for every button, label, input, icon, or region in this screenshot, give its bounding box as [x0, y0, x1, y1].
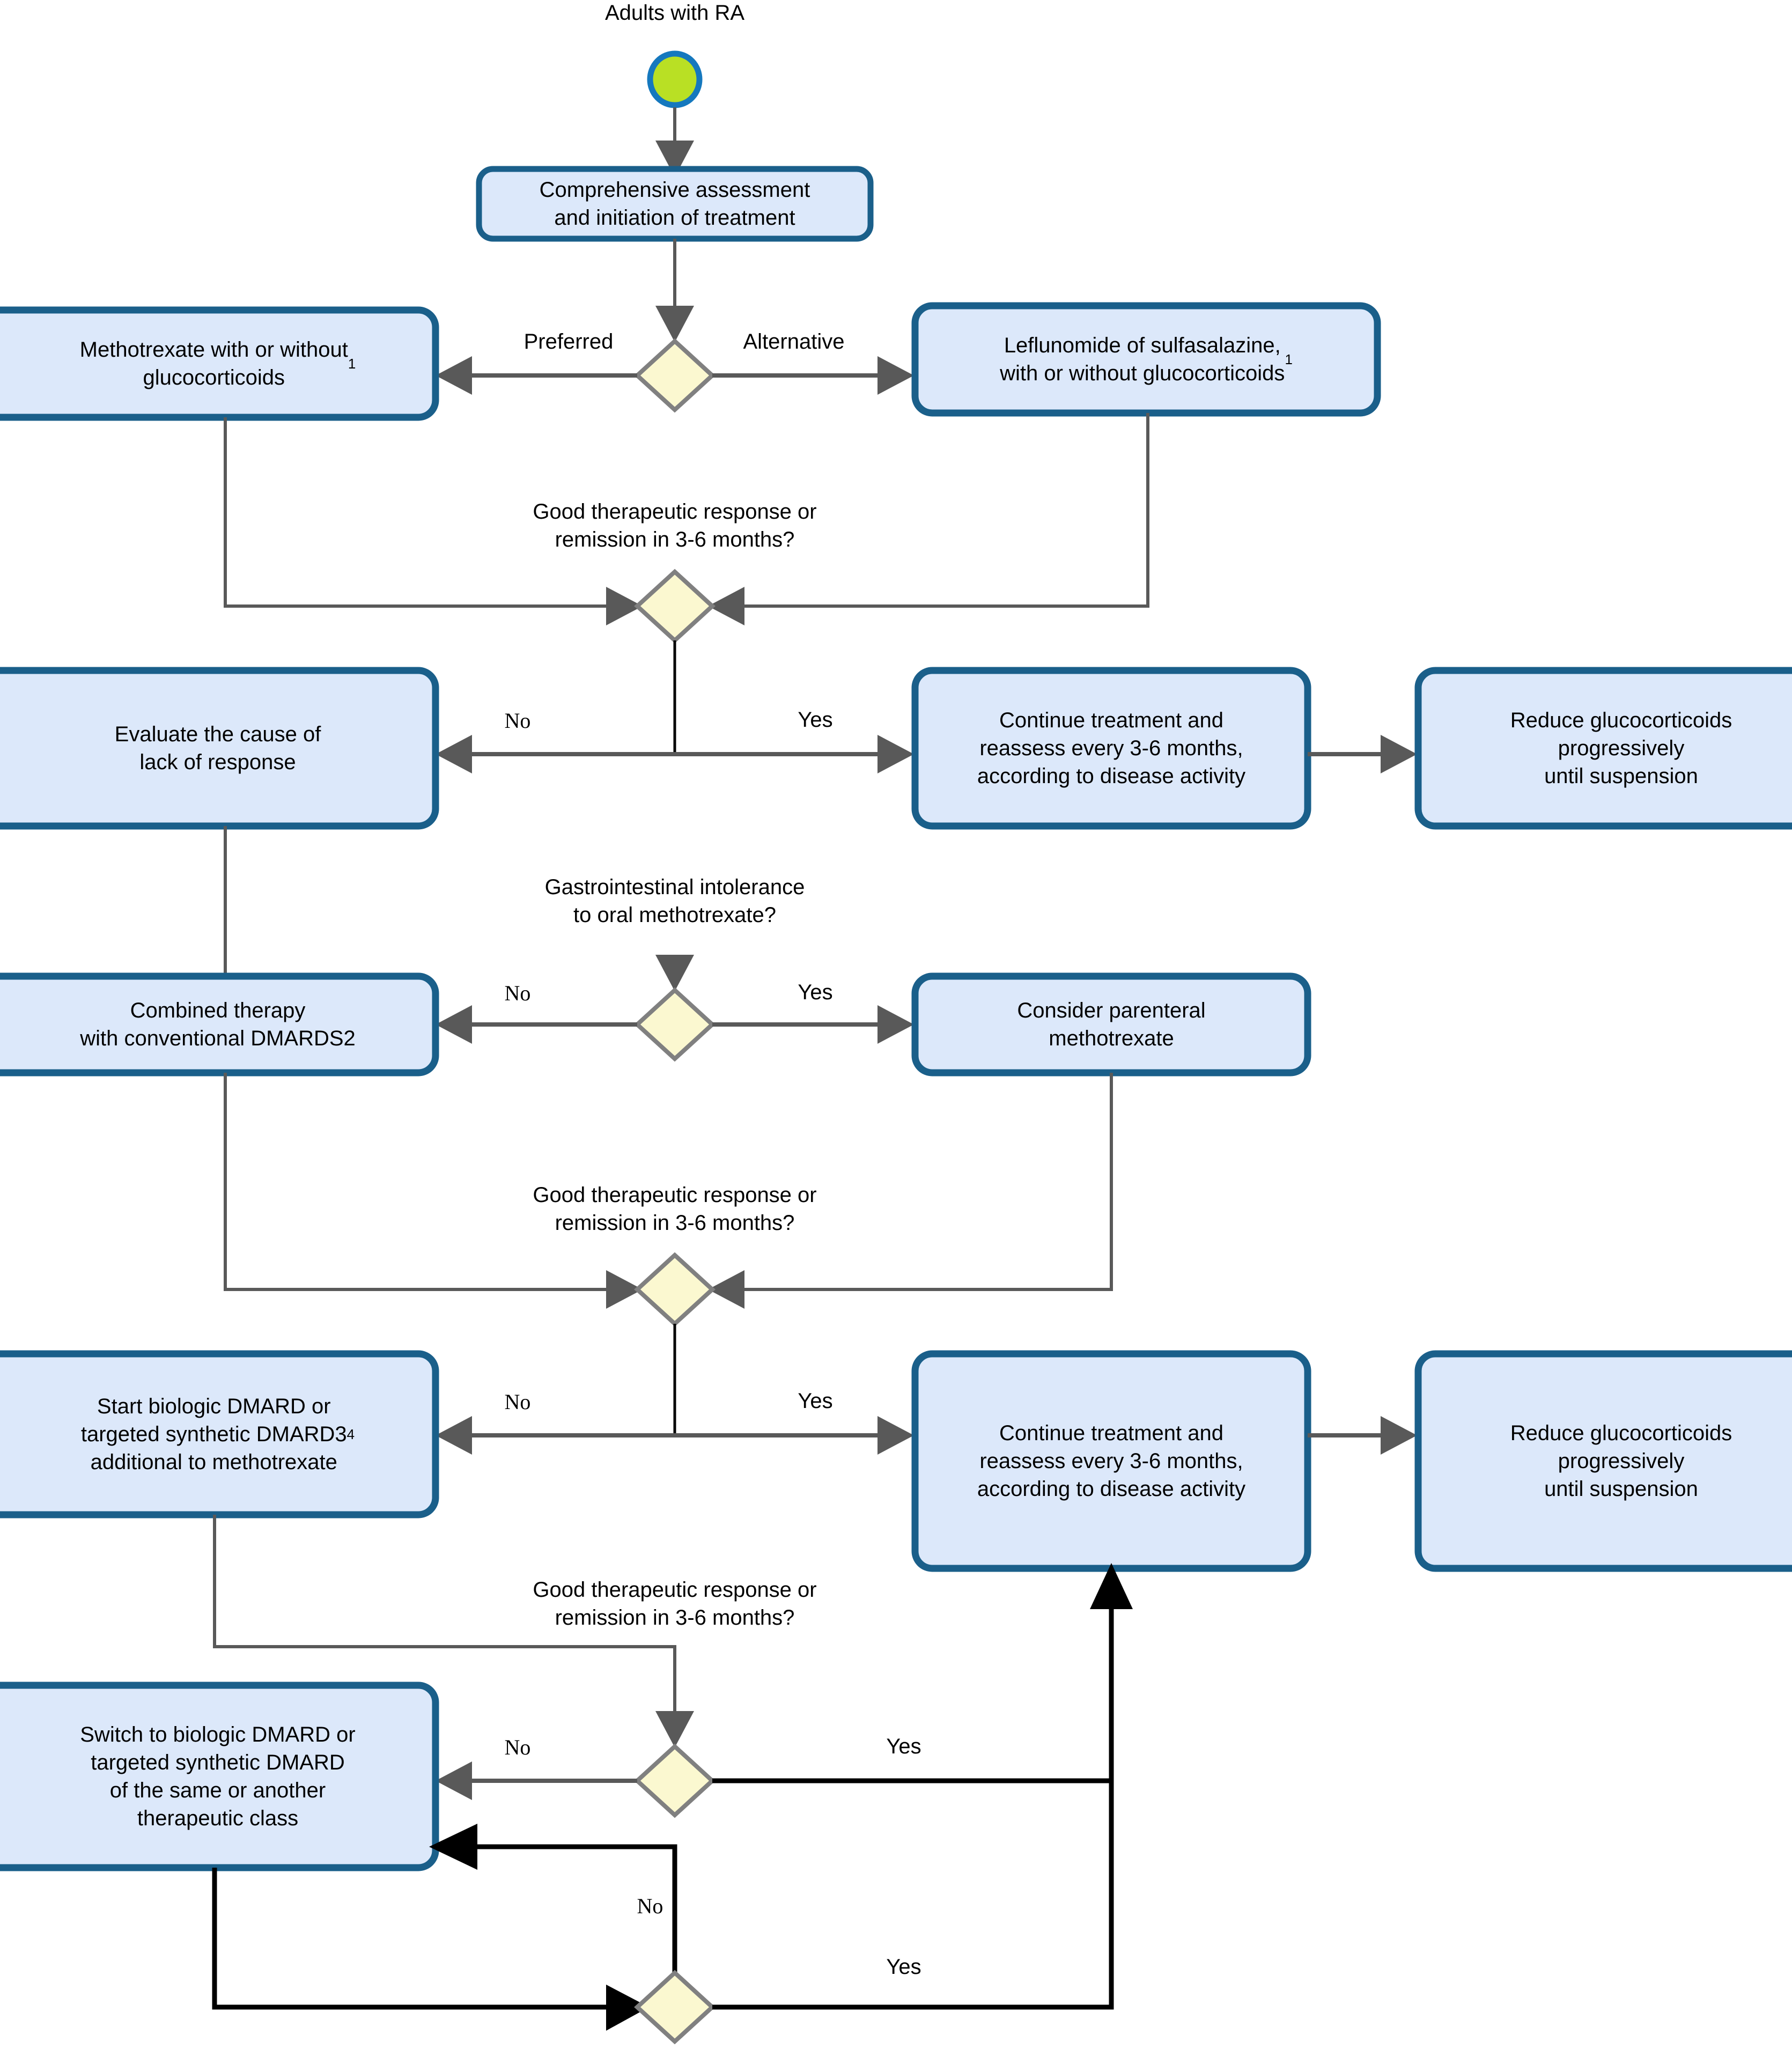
assessment-box: [476, 166, 874, 242]
reduce-glucocorticoids-box-1: [1414, 667, 1792, 830]
decision-response-2: [634, 1252, 716, 1327]
start-biologic-dmard-box: [0, 1350, 439, 1518]
edge-choice-preferred: [436, 356, 637, 395]
reduce-glucocorticoids-box-2: [1414, 1350, 1792, 1572]
edge-label-no-5: No: [637, 1894, 663, 1918]
edge-label-no-1: No: [504, 709, 531, 733]
continue-treatment-box-2: [911, 1350, 1311, 1572]
edge-label-no-2: No: [504, 981, 531, 1005]
decision-gi-intolerance: [634, 987, 716, 1062]
edge-gi-branches: [436, 1005, 914, 1044]
evaluate-cause-box: [0, 667, 439, 830]
edge-response1-branches: [436, 640, 914, 773]
continue-treatment-box-1: [911, 667, 1311, 830]
edge-response3-no: [436, 1761, 637, 1800]
decision-response-3: [634, 1743, 716, 1818]
methotrexate-box: [0, 306, 439, 421]
edge-continue2-to-reduce2: [1308, 1416, 1417, 1455]
leflunomide-box: [911, 302, 1381, 417]
edge-label-yes-2: Yes: [798, 980, 833, 1004]
edge-start-to-assessment: [655, 107, 694, 177]
edge-response4-yes: [712, 1781, 1114, 2010]
edge-methotrexate-to-response1: [224, 417, 643, 625]
edge-label-no-4: No: [504, 1735, 531, 1759]
combined-therapy-box: [0, 972, 439, 1077]
decision-response-1: [634, 569, 716, 644]
edge-biologic-to-response3: [213, 1515, 694, 1748]
edge-label-yes-5: Yes: [886, 1955, 921, 1979]
edge-combined-to-response2: [224, 1073, 643, 1309]
edge-leflunomide-to-response1: [708, 413, 1149, 625]
edge-label-no-3: No: [504, 1390, 531, 1414]
decision-response-4: [634, 1970, 716, 2045]
edge-parenteral-to-response2: [708, 1073, 1113, 1309]
edge-switch-to-response4: [212, 1868, 649, 2031]
switch-biologic-box: [0, 1682, 439, 1871]
edge-choice-alternative: [712, 356, 914, 395]
edge-label-alternative: Alternative: [743, 330, 845, 353]
edge-label-preferred: Preferred: [523, 330, 614, 353]
edge-label-yes-1: Yes: [798, 708, 833, 732]
edge-response2-branches: [436, 1324, 914, 1455]
edge-label-yes-3: Yes: [798, 1389, 833, 1413]
edge-response4-no-loop: [429, 1824, 677, 1985]
start-node: [647, 50, 703, 108]
edge-continue1-to-reduce1: [1308, 735, 1417, 773]
edge-assessment-to-choice: [655, 239, 694, 342]
parenteral-methotrexate-box: [911, 972, 1311, 1077]
edge-label-yes-4: Yes: [886, 1735, 921, 1758]
decision-choice: [634, 338, 716, 413]
